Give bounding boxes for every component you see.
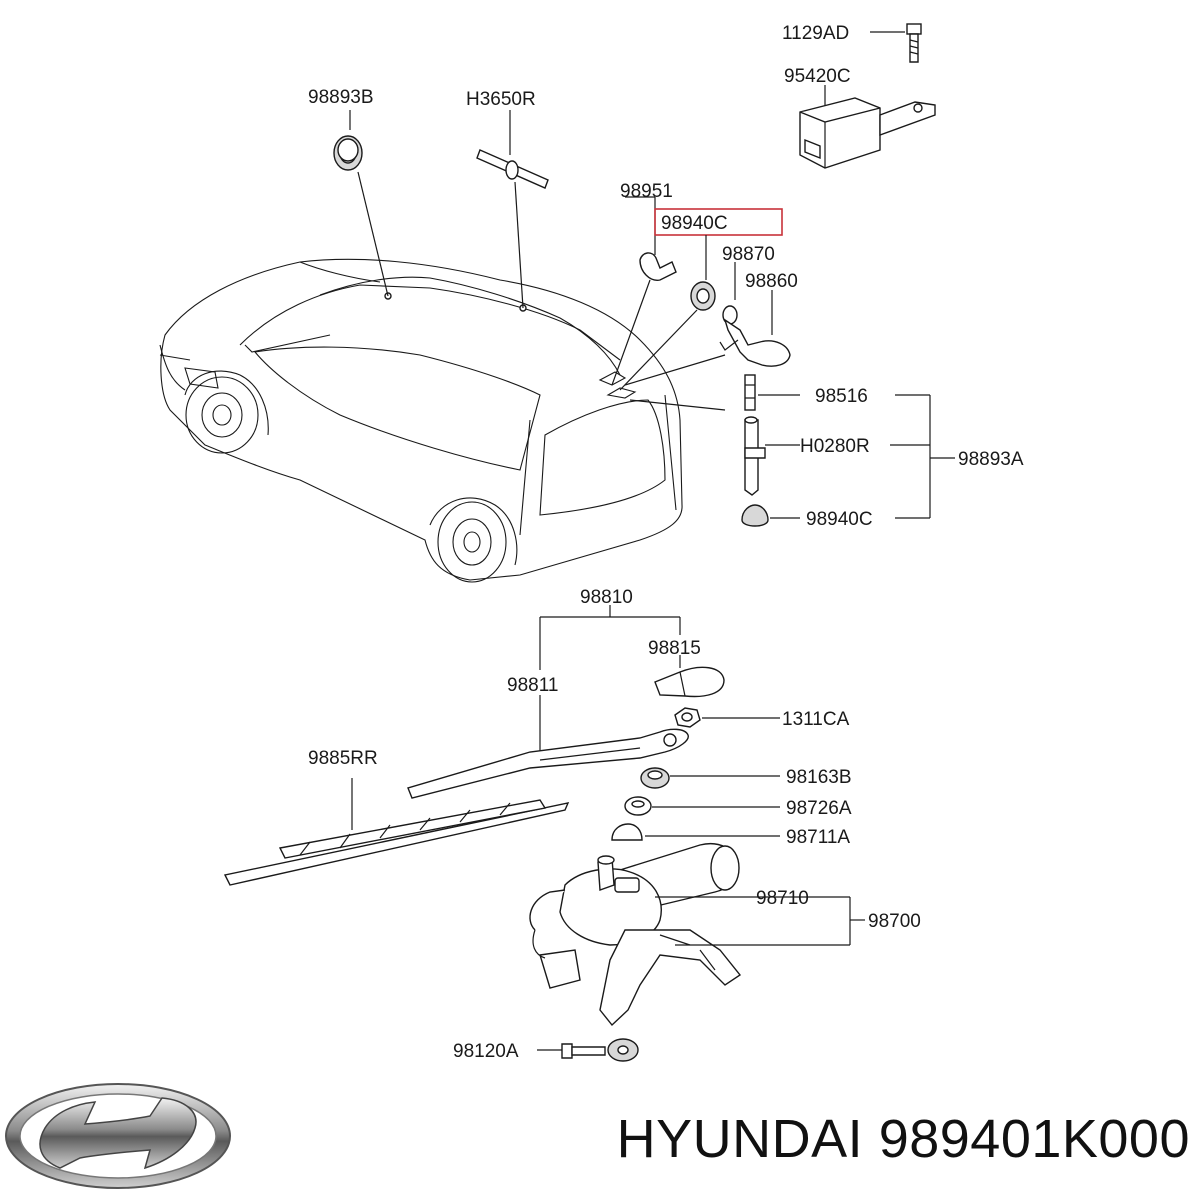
motor-98700 [529, 843, 865, 1027]
brand-name: HYUNDAI [616, 1109, 864, 1169]
rear-wheel [429, 497, 518, 583]
nut-1311CA [674, 707, 780, 728]
label-98940C-top: 98940C [661, 213, 728, 234]
nozzle-98860 [624, 290, 791, 386]
label-98726A: 98726A [786, 798, 852, 819]
grommet-98893B [333, 110, 389, 297]
part-number: 989401K000 [878, 1109, 1190, 1169]
hose-H3650R [476, 110, 549, 309]
bolt-98120A [537, 1038, 639, 1062]
label-98711A: 98711A [786, 827, 850, 848]
washers-98163B-98726A-98711A [611, 767, 780, 841]
product-caption: HYUNDAI 989401K000 [520, 1108, 1190, 1170]
seal-98870 [722, 262, 738, 325]
label-98810: 98810 [580, 587, 633, 608]
label-98710: 98710 [756, 888, 809, 909]
label-98893A: 98893A [958, 449, 1024, 470]
bolt-1129AD [870, 23, 922, 63]
relay-95420C [799, 85, 936, 169]
car-illustration [159, 258, 683, 583]
arm-98811 [407, 695, 689, 799]
label-98940C-bottom: 98940C [806, 509, 873, 530]
label-98516: 98516 [815, 386, 868, 407]
label-H3650R: H3650R [466, 89, 536, 110]
label-9885RR: 9885RR [308, 748, 378, 769]
label-98163B: 98163B [786, 767, 852, 788]
label-1311CA: 1311CA [782, 709, 850, 730]
wiper-arm-group-98810 [539, 605, 681, 670]
label-98951: 98951 [620, 181, 673, 202]
label-98811: 98811 [507, 675, 558, 696]
front-wheel [184, 370, 269, 454]
connector-98951 [611, 196, 677, 386]
label-1129AD: 1129AD [782, 23, 849, 44]
label-98893B: 98893B [308, 87, 374, 108]
label-98700: 98700 [868, 911, 921, 932]
hose-assembly-98893A [629, 374, 955, 527]
label-98120A: 98120A [453, 1041, 519, 1062]
label-95420C: 95420C [784, 66, 851, 87]
cover-98815 [654, 655, 725, 698]
part-labels: 1129AD 95420C 98893B H3650R 98951 98940C… [308, 23, 1024, 1062]
label-98860: 98860 [745, 271, 798, 292]
hyundai-logo-icon [5, 1083, 231, 1189]
label-H0280R: H0280R [800, 436, 870, 457]
label-98815: 98815 [648, 638, 701, 659]
blade-9885RR [223, 778, 570, 886]
cap-98940C-top [619, 235, 716, 391]
label-98940C-highlight [654, 208, 783, 236]
label-98870: 98870 [722, 244, 775, 265]
